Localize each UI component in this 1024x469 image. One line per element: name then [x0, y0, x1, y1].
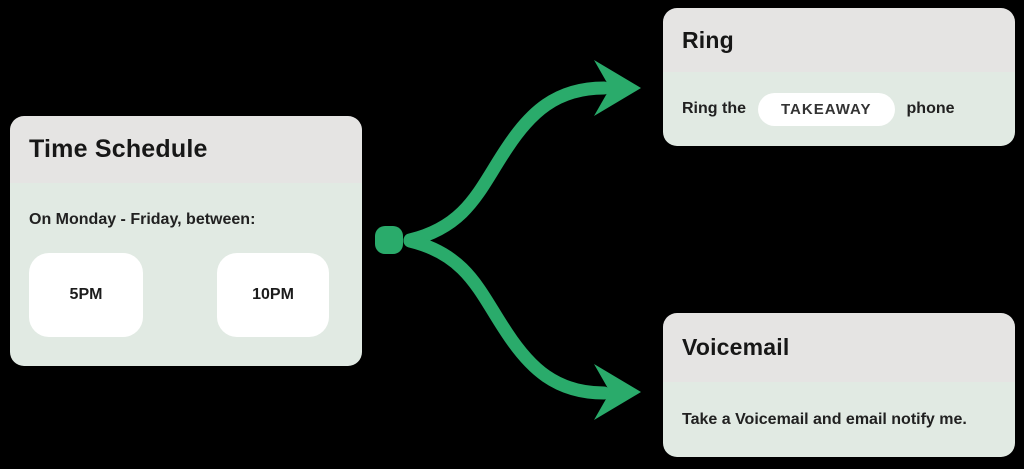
ring-text-before: Ring the [682, 100, 746, 117]
voicemail-node[interactable]: Voicemail Take a Voicemail and email not… [663, 313, 1015, 457]
ring-target-pill[interactable]: TAKEAWAY [758, 92, 895, 126]
start-time-button[interactable]: 5PM [29, 253, 143, 337]
voicemail-body: Take a Voicemail and email notify me. [663, 382, 1015, 457]
voicemail-header: Voicemail [663, 313, 1015, 382]
ring-text-after: phone [906, 100, 955, 117]
end-time-button[interactable]: 10PM [217, 253, 329, 337]
ring-node[interactable]: Ring Ring the TAKEAWAY phone [663, 8, 1015, 146]
ring-body: Ring the TAKEAWAY phone [663, 72, 1015, 146]
branch-origin-dot-icon [375, 226, 403, 254]
arrowhead-ring-icon [594, 60, 641, 116]
voicemail-title: Voicemail [682, 334, 790, 360]
time-schedule-node[interactable]: Time Schedule On Monday - Friday, betwee… [10, 116, 362, 366]
time-schedule-header: Time Schedule [10, 116, 362, 183]
time-schedule-title: Time Schedule [29, 135, 208, 163]
ring-header: Ring [663, 8, 1015, 72]
time-schedule-body: On Monday - Friday, between: 5PM 10PM [10, 183, 362, 366]
arrow-to-voicemail-curve [403, 234, 611, 400]
arrowhead-voicemail-icon [594, 364, 641, 420]
voicemail-description: Take a Voicemail and email notify me. [682, 410, 967, 428]
ring-title: Ring [682, 26, 734, 53]
arrow-to-ring-curve [403, 81, 611, 247]
schedule-condition-text: On Monday - Friday, between: [29, 211, 256, 228]
